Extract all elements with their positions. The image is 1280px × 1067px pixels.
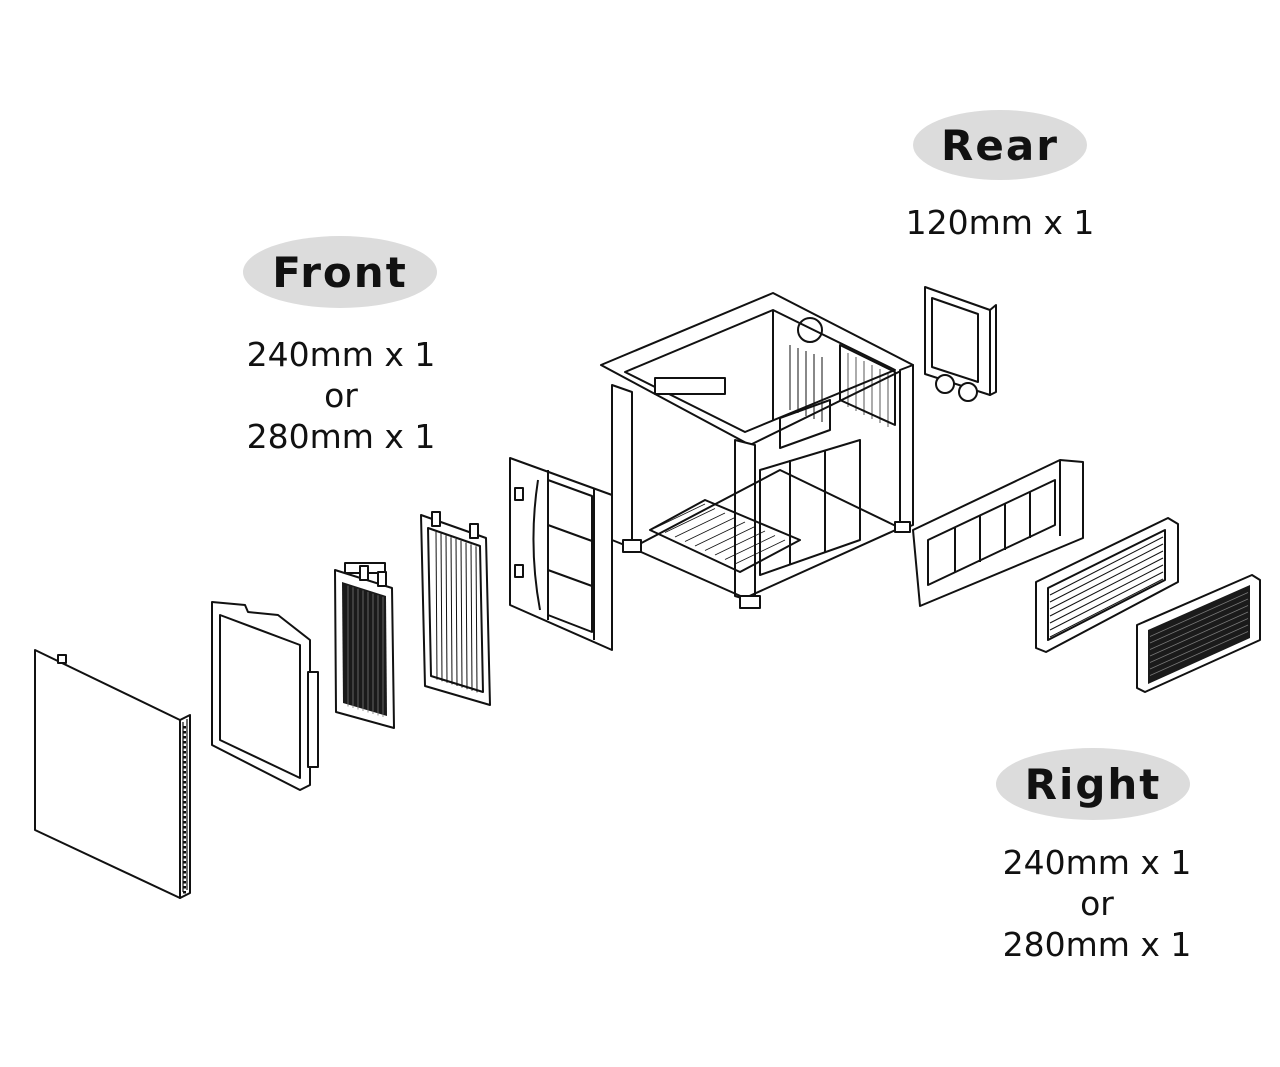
rear-spec-line1: 120mm x 1 [905, 203, 1095, 242]
radiator-thick [334, 562, 395, 729]
right-radiator-slim [1035, 517, 1179, 653]
right-spec-line2: 280mm x 1 [1002, 925, 1192, 964]
rear-label: Rear [941, 120, 1059, 170]
front-label-pill: Front [243, 236, 437, 308]
dust-filter [211, 601, 319, 791]
front-bracket [509, 457, 613, 651]
right-spec-line1: 240mm x 1 [1002, 843, 1192, 882]
front-spec: 240mm x 1 or 280mm x 1 [226, 334, 456, 457]
right-radiator-thick [1136, 574, 1261, 693]
right-label: Right [1024, 759, 1162, 809]
front-label: Front [272, 247, 408, 297]
right-bracket [912, 459, 1084, 607]
front-spec-line1: 240mm x 1 [246, 335, 436, 374]
right-spec-or: or [1080, 884, 1114, 923]
rear-fan-radiator [924, 286, 997, 402]
right-label-pill: Right [996, 748, 1190, 820]
front-spec-or: or [324, 376, 358, 415]
rear-spec: 120mm x 1 [885, 202, 1115, 243]
radiator-slim [420, 511, 491, 706]
chassis [600, 292, 914, 609]
front-spec-line2: 280mm x 1 [246, 417, 436, 456]
side-panel [34, 649, 191, 899]
right-spec: 240mm x 1 or 280mm x 1 [982, 842, 1212, 965]
rear-label-pill: Rear [913, 110, 1087, 180]
